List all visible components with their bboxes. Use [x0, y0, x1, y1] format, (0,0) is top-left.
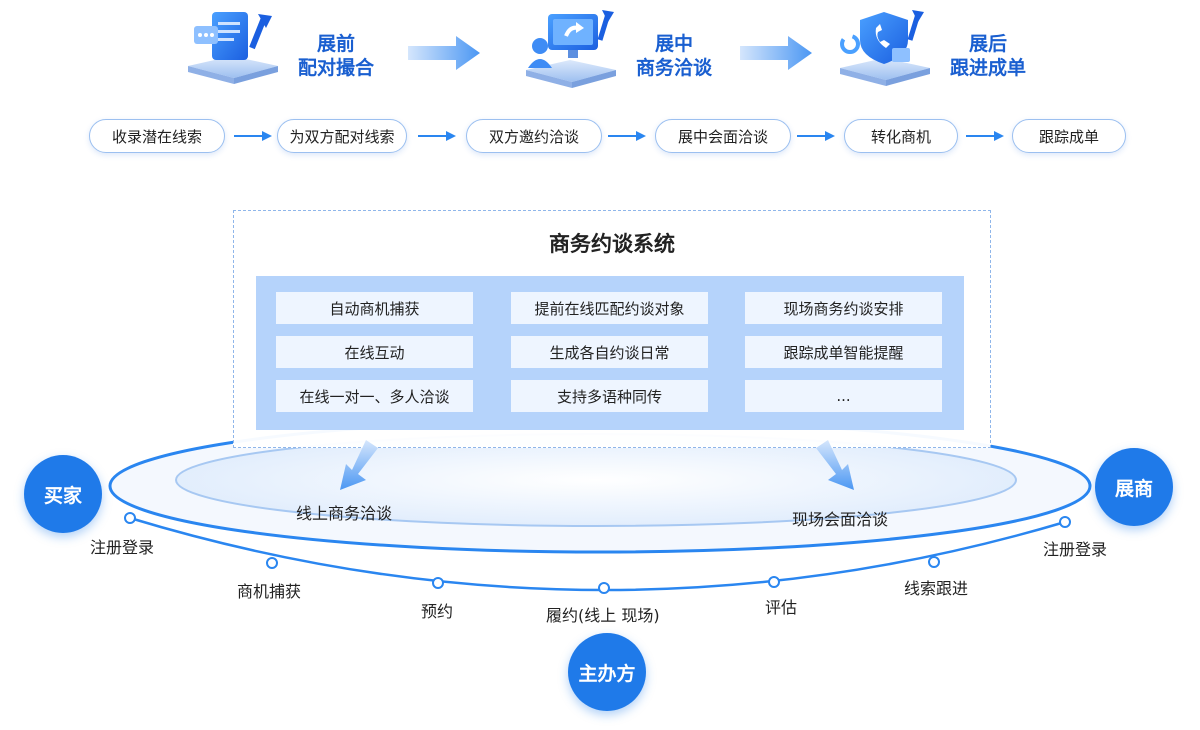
flow-arrow-icon: [966, 131, 1004, 141]
flow-arrow-icon: [608, 131, 646, 141]
orbit-label: 注册登录: [90, 538, 155, 557]
stage-1-title: 展前配对撮合: [297, 33, 374, 79]
buyer-node: 买家: [24, 455, 102, 533]
flow-arrow-icon: [418, 131, 456, 141]
feature-item: 现场商务约谈安排: [745, 292, 942, 324]
feature-item: 支持多语种同传: [511, 380, 708, 412]
feature-item: 在线互动: [276, 336, 473, 368]
feature-item: 提前在线匹配约谈对象: [511, 292, 708, 324]
stage-arrow-icon: [740, 36, 812, 70]
shield-phone-icon: [840, 10, 930, 86]
feature-item: 在线一对一、多人洽谈: [276, 380, 473, 412]
flow-step-2: 为双方配对线索: [277, 119, 407, 153]
system-title: 商务约谈系统: [549, 232, 675, 256]
flow-arrow-icon: [797, 131, 835, 141]
flow-arrow-icon: [234, 131, 272, 141]
feature-item: 自动商机捕获: [276, 292, 473, 324]
flow-step-6: 跟踪成单: [1012, 119, 1126, 153]
online-negotiation-label: 线上商务洽谈: [296, 504, 393, 523]
clipboard-chat-icon: [188, 12, 278, 84]
stage-3-title: 展后跟进成单: [949, 33, 1026, 79]
exhibitor-node: 展商: [1095, 448, 1173, 526]
orbit-label: 预约: [421, 602, 454, 621]
feature-item: 生成各自约谈日常: [511, 336, 708, 368]
flow-step-4: 展中会面洽谈: [655, 119, 791, 153]
orbit-label: 评估: [765, 598, 798, 617]
ecosystem-ring: [108, 418, 1092, 594]
stage-arrow-icon: [408, 36, 480, 70]
orbit-label: 线索跟进: [904, 579, 969, 598]
stage-2-title: 展中商务洽谈: [635, 33, 712, 79]
organizer-node: 主办方: [568, 633, 646, 711]
flow-step-5: 转化商机: [844, 119, 958, 153]
feature-item: ...: [745, 380, 942, 412]
flow-step-3: 双方邀约洽谈: [466, 119, 602, 153]
orbit-label: 商机捕获: [237, 582, 302, 601]
orbit-label: 注册登录: [1043, 540, 1108, 559]
down-left-arrow-icon: [340, 440, 378, 490]
onsite-negotiation-label: 现场会面洽谈: [792, 510, 889, 529]
orbit-label: 履约(线上 现场): [546, 606, 660, 625]
monitor-user-icon: [526, 10, 616, 88]
down-right-arrow-icon: [816, 440, 854, 490]
feature-item: 跟踪成单智能提醒: [745, 336, 942, 368]
flow-step-1: 收录潜在线索: [89, 119, 225, 153]
